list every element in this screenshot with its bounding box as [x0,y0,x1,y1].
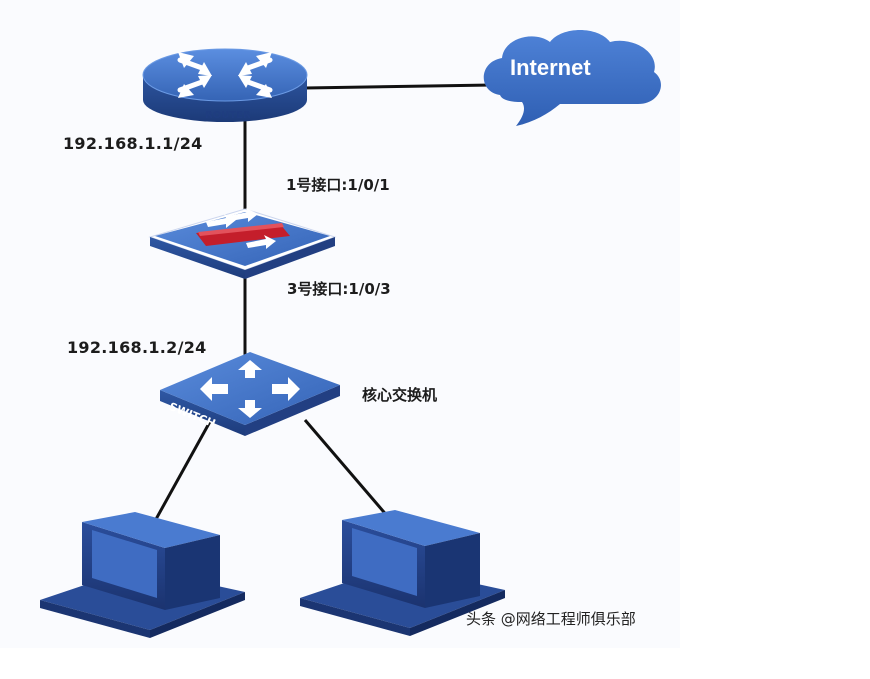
computer-icon[interactable] [300,510,505,636]
links [148,83,493,531]
computer-icon[interactable] [40,512,245,638]
link-switch-pc-left [148,417,214,531]
router-ip-label: 192.168.1.1/24 [63,134,203,153]
cloud-label: Internet [510,55,591,80]
firewall-icon[interactable] [148,208,337,279]
router-icon[interactable] [142,48,308,122]
watermark-text: 头条 @网络工程师俱乐部 [466,610,636,628]
firewall-port-bottom-label: 3号接口:1/0/3 [287,280,391,298]
link-switch-pc-right [303,419,397,526]
cloud-icon[interactable] [483,30,661,126]
core-switch-name-label: 核心交换机 [362,386,438,404]
link-router-internet [304,83,493,90]
firewall-port-top-label: 1号接口:1/0/1 [286,176,390,194]
switch-icon[interactable] [160,352,340,436]
switch-ip-label: 192.168.1.2/24 [67,338,207,357]
router-label: ROUTER [205,110,251,121]
